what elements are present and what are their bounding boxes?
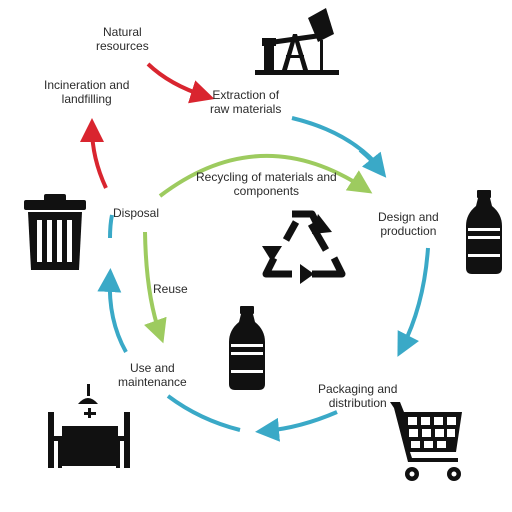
label-design: Design and production (378, 210, 439, 238)
label-natural-resources: Natural resources (96, 25, 149, 53)
label-packaging: Packaging and distribution (318, 382, 398, 410)
arrow-recycling (158, 154, 373, 198)
arrow-extraction-to-design-head (358, 148, 387, 178)
label-incineration: Incineration and landfilling (44, 78, 130, 106)
recycle-arrowheads (262, 214, 332, 284)
label-disposal: Disposal (113, 206, 160, 220)
bottle-icon (229, 306, 265, 390)
arrow-disposal-to-incineration (80, 118, 108, 189)
dining-table-icon (48, 384, 130, 468)
label-use: Use and maintenance (118, 361, 187, 389)
arrow-reuse (143, 231, 167, 344)
label-reuse: Reuse (153, 282, 188, 296)
label-recycling: Recycling of materials and components (196, 170, 337, 198)
trash-bin-icon (24, 194, 86, 270)
arrow-packaging-to-use (255, 410, 338, 442)
oil-pump-icon (255, 8, 339, 75)
shopping-cart-icon (390, 402, 462, 481)
bottle-icon (466, 190, 502, 274)
label-extraction: Extraction of raw materials (210, 88, 282, 116)
arrow-natural-to-extraction (146, 62, 215, 104)
recycle-icon (262, 210, 346, 278)
arrow-disposal-up (108, 214, 114, 239)
arrow-design-to-packaging (397, 247, 430, 357)
arrow-use-arc-bottom (166, 394, 241, 432)
arrow-use-to-disposal (97, 268, 128, 353)
